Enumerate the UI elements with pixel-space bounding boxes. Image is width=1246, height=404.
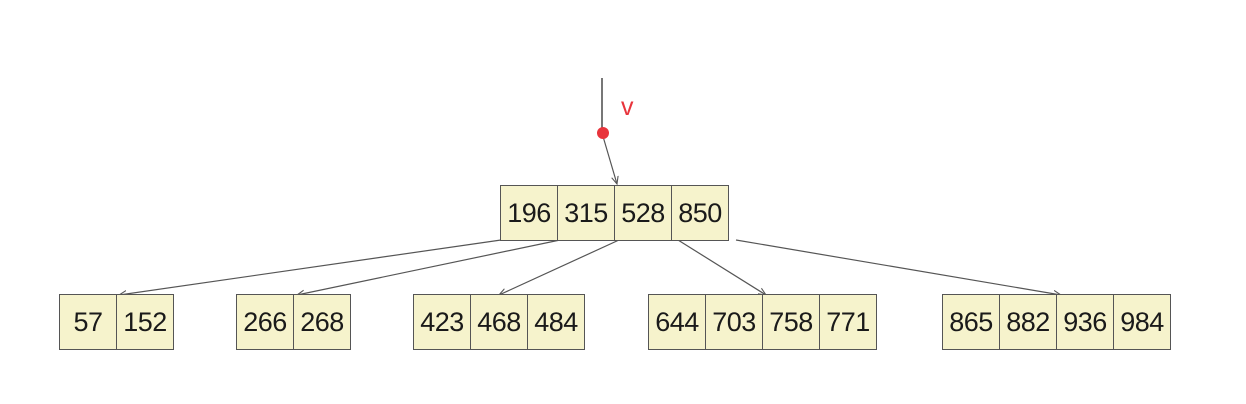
child-node-1: 57 152	[59, 294, 174, 350]
child-edge-1	[119, 239, 502, 295]
root-key-cell: 315	[557, 185, 615, 241]
child-key-cell: 703	[705, 294, 763, 350]
child-node-2: 266 268	[236, 294, 351, 350]
child-key-cell: 984	[1113, 294, 1171, 350]
child-edge-2	[297, 239, 561, 295]
child-key-cell: 152	[116, 294, 174, 350]
pointer-dot	[597, 127, 609, 139]
child-key-cell: 266	[236, 294, 294, 350]
child-edge-3	[499, 239, 620, 295]
child-node-4: 644 703 758 771	[648, 294, 877, 350]
child-key-cell: 57	[59, 294, 117, 350]
child-edge-5	[735, 239, 1061, 295]
pointer-label: v	[621, 93, 634, 121]
child-key-cell: 268	[293, 294, 351, 350]
child-node-3: 423 468 484	[413, 294, 585, 350]
child-key-cell: 771	[819, 294, 877, 350]
child-key-cell: 423	[413, 294, 471, 350]
child-edge-4	[677, 239, 766, 295]
child-key-cell: 936	[1056, 294, 1114, 350]
child-key-cell: 758	[762, 294, 820, 350]
root-node: 196 315 528 850	[500, 185, 729, 241]
child-key-cell: 484	[527, 294, 585, 350]
child-key-cell: 468	[470, 294, 528, 350]
child-key-cell: 644	[648, 294, 706, 350]
child-node-5: 865 882 936 984	[942, 294, 1171, 350]
root-key-cell: 196	[500, 185, 558, 241]
child-key-cell: 882	[999, 294, 1057, 350]
root-key-cell: 850	[671, 185, 729, 241]
pointer-arrow	[601, 132, 617, 184]
child-key-cell: 865	[942, 294, 1000, 350]
root-key-cell: 528	[614, 185, 672, 241]
